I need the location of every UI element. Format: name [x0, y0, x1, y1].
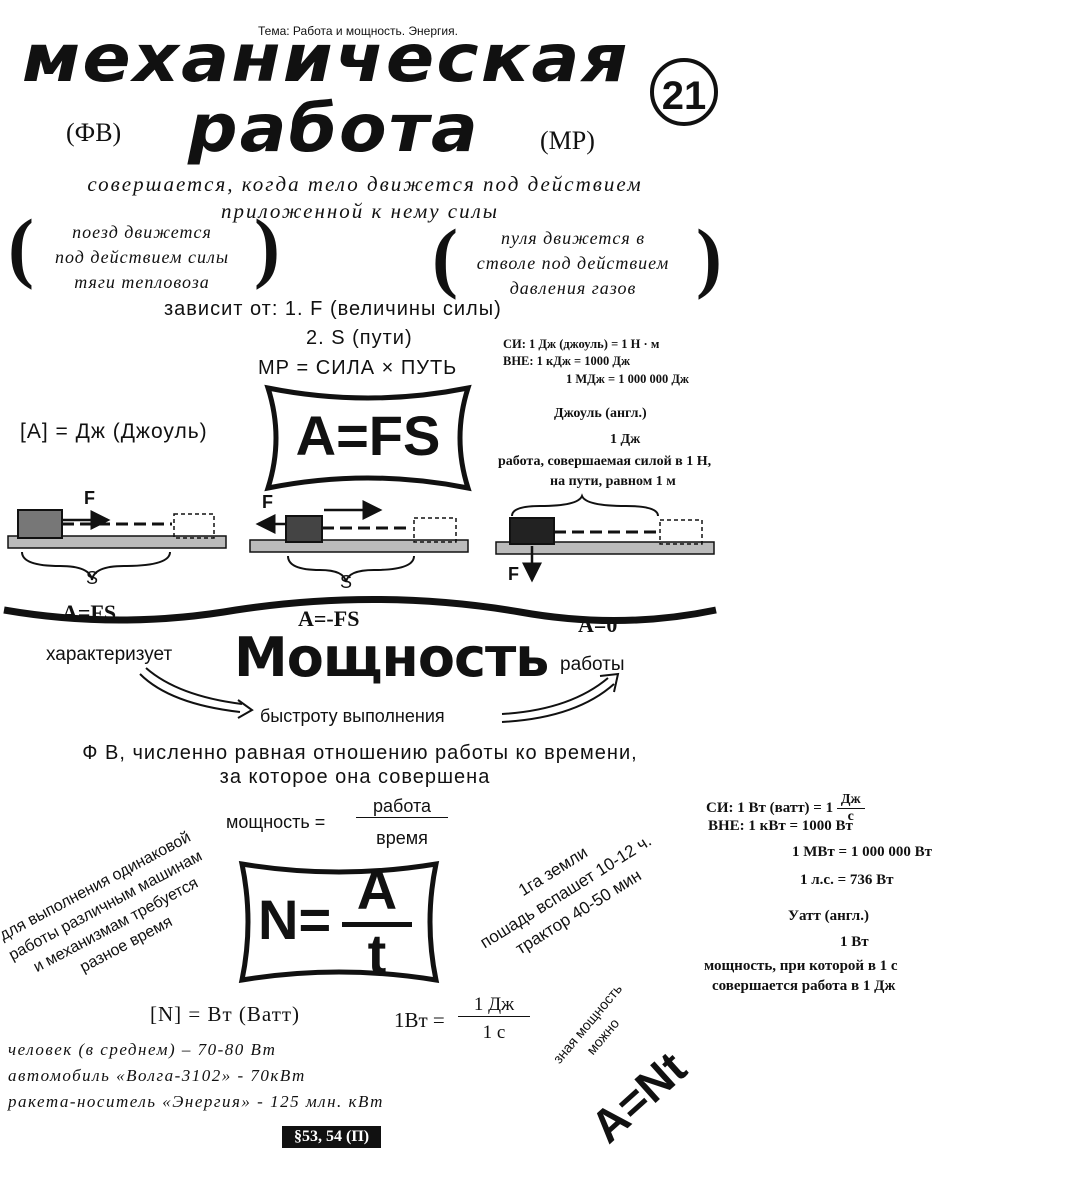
watt-denominator: 1 с: [482, 1022, 506, 1043]
depends-line-1: зависит от: 1. F (величины силы): [164, 298, 502, 320]
case-negative-work: [249, 500, 469, 583]
watt-lhs: 1Вт =: [394, 1008, 445, 1032]
watt-title: Уатт (англ.): [788, 908, 869, 924]
watt-numerator: 1 Дж: [458, 994, 530, 1017]
path-label-2: S: [340, 572, 353, 592]
power-example-human: человек (в среднем) – 70-80 Вт: [8, 1040, 277, 1059]
lesson-number-badge: 21: [650, 58, 718, 126]
topic-line: Тема: Работа и мощность. Энергия.: [258, 24, 458, 38]
path-label-1: S: [86, 568, 99, 588]
case1-formula: A=FS: [62, 600, 117, 625]
power-si-unit: СИ: 1 Вт (ватт) = 1 Дж с: [706, 792, 865, 825]
mr-label: (МР): [540, 126, 595, 155]
characterizes-label: характеризует: [46, 644, 173, 665]
power-si-denominator: с: [847, 809, 854, 824]
example-bullet-line: давления газов: [509, 278, 637, 298]
power-si-numerator: Дж: [836, 792, 865, 809]
watt-definition-1: мощность, при которой в 1 с: [704, 958, 898, 974]
power-vne-kw: ВНЕ: 1 кВт = 1000 Вт: [708, 818, 853, 834]
right-paren-close: ): [696, 213, 722, 300]
work-main-formula: A=FS: [295, 404, 441, 467]
plowing-example: 1га земли пошадь вспашет 10-12 ч. тракто…: [445, 798, 687, 986]
power-formula-denominator: t: [367, 922, 387, 985]
power-word-lhs: мощность =: [226, 812, 326, 832]
horsepower: 1 л.с. = 736 Вт: [800, 872, 894, 888]
power-title: Мощность: [234, 626, 549, 689]
example-bullet-line: пуля движется в: [500, 228, 646, 248]
power-word-denominator: время: [376, 828, 428, 848]
flow-arrows: [139, 667, 620, 723]
work-word-formula: МР = СИЛА × ПУТЬ: [258, 357, 458, 379]
example-train-line: тяги тепловоза: [74, 272, 210, 292]
watt-definition-2: совершается работа в 1 Дж: [712, 978, 896, 994]
case3-formula: A=0: [578, 612, 618, 637]
speed-label: быстроту выполнения: [260, 706, 445, 726]
fv-label: (ФВ): [66, 118, 122, 147]
power-example-car: автомобиль «Волга-3102» - 70кВт: [8, 1066, 306, 1085]
different-time-note: для выполнения одинаковой работы различн…: [0, 823, 233, 1009]
case-positive-work: [7, 509, 227, 581]
power-formula-numerator: A: [356, 858, 398, 921]
power-example-rocket: ракета-носитель «Энергия» - 125 млн. кВт: [8, 1092, 384, 1111]
textbook-paragraphs: §53, 54 (П): [282, 1126, 382, 1148]
title-line-2: работа: [188, 90, 480, 167]
power-si-prefix: СИ: 1 Вт (ватт) = 1: [706, 799, 834, 816]
example-train-line: под действием силы: [54, 247, 230, 267]
case2-formula: A=-FS: [298, 606, 360, 631]
work-unit-label: [A] = Дж (Джоуль): [20, 420, 208, 443]
of-work-label: работы: [560, 654, 625, 675]
watt-unit: 1 Вт: [840, 934, 869, 950]
power-formula-bar: [342, 922, 412, 927]
power-word-numerator: работа: [356, 796, 448, 818]
power-si-fraction: Дж с: [836, 792, 865, 825]
example-train-line: поезд движется: [72, 222, 212, 242]
example-bullet: пуля движется в стволе под действием дав…: [452, 226, 694, 301]
example-bullet-line: стволе под действием: [476, 253, 670, 273]
right-paren-open: (: [432, 213, 458, 300]
power-definition-1: Ф В, численно равная отношению работы ко…: [82, 742, 638, 764]
power-formula-lhs: N=: [258, 888, 332, 951]
joule-title: Джоуль (англ.): [554, 406, 647, 421]
power-formula-frame: [238, 860, 440, 984]
joule-definition-2: на пути, равном 1 м: [550, 474, 676, 489]
left-paren-open: (: [8, 203, 34, 290]
force-vector-1: F: [84, 488, 95, 508]
definition-line-2: приложенной к нему силы: [220, 199, 499, 223]
joule-unit: 1 Дж: [610, 432, 641, 447]
case-zero-work: [495, 493, 715, 583]
definition-line-1: совершается, когда тело движется под дей…: [87, 172, 643, 196]
force-cases-diagram: [3, 493, 717, 625]
plowing-line: пошадь вспашет 10-12 ч.: [476, 831, 655, 953]
joule-definition-1: работа, совершаемая силой в 1 Н,: [498, 454, 712, 469]
work-formula-frame: [264, 384, 472, 492]
work-si-unit: СИ: 1 Дж (джоуль) = 1 Н · м: [503, 337, 660, 351]
work-vne-mj: 1 МДж = 1 000 000 Дж: [566, 372, 689, 386]
power-definition-2: за которое она совершена: [219, 766, 491, 788]
force-vector-2: F: [262, 492, 273, 512]
left-paren-close: ): [254, 203, 280, 290]
title-line-1: механическая: [22, 20, 630, 97]
power-unit-label: [N] = Вт (Ватт): [150, 1002, 301, 1026]
force-vector-3: F: [508, 564, 519, 584]
depends-line-2: 2. S (пути): [306, 327, 413, 349]
work-vne-kj: ВНЕ: 1 кДж = 1000 Дж: [503, 354, 631, 368]
example-train: поезд движется под действием силы тяги т…: [32, 220, 252, 295]
power-vne-mw: 1 МВт = 1 000 000 Вт: [792, 844, 932, 860]
